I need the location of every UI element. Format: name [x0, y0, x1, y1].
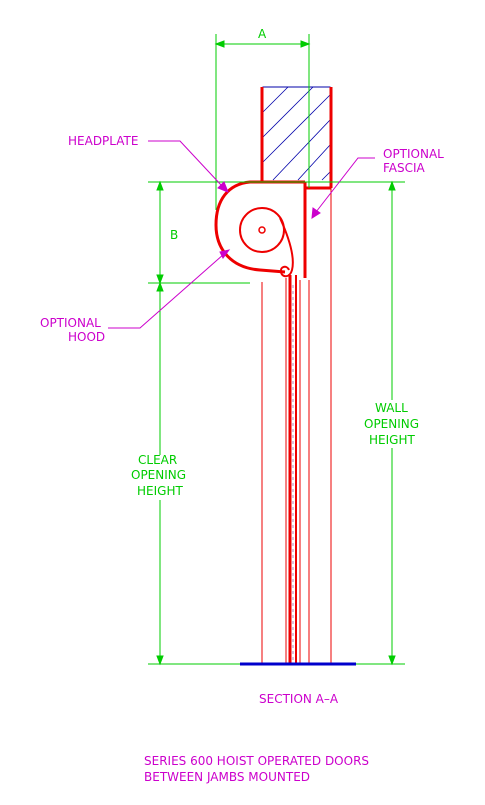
label-hood-line2: HOOD — [68, 330, 105, 344]
title-line2: BETWEEN JAMBS MOUNTED — [144, 770, 310, 784]
hood-assembly — [214, 180, 331, 278]
label-headplate: HEADPLATE — [68, 134, 138, 148]
label-wall-line1: WALL — [375, 401, 408, 415]
guide-rails — [261, 188, 332, 663]
label-dim-a: A — [258, 27, 267, 41]
label-hood-line1: OPTIONAL — [40, 316, 101, 330]
label-section: SECTION A–A — [259, 692, 339, 706]
title-line1: SERIES 600 HOIST OPERATED DOORS — [144, 754, 369, 768]
lintel-wall — [260, 86, 333, 188]
dimension-wall-opening — [388, 180, 396, 666]
leader-headplate — [148, 140, 229, 193]
label-clear-line1: CLEAR — [138, 453, 177, 467]
leader-hood — [108, 249, 231, 329]
label-clear-line2: OPENING — [131, 468, 186, 482]
label-fascia-line2: FASCIA — [383, 161, 426, 175]
dimension-b — [156, 180, 164, 285]
dimension-clear-opening — [156, 281, 164, 666]
extension-lines — [148, 181, 405, 665]
label-wall-line3: HEIGHT — [369, 433, 415, 447]
text-labels: A B HEADPLATE OPTIONAL FASCIA OPTIONAL H… — [40, 27, 444, 784]
label-fascia-line1: OPTIONAL — [383, 147, 444, 161]
label-wall-line2: OPENING — [364, 417, 419, 431]
label-clear-line3: HEIGHT — [137, 484, 183, 498]
dimension-a — [214, 34, 311, 210]
leader-fascia — [311, 157, 375, 219]
label-dim-b: B — [170, 228, 178, 242]
